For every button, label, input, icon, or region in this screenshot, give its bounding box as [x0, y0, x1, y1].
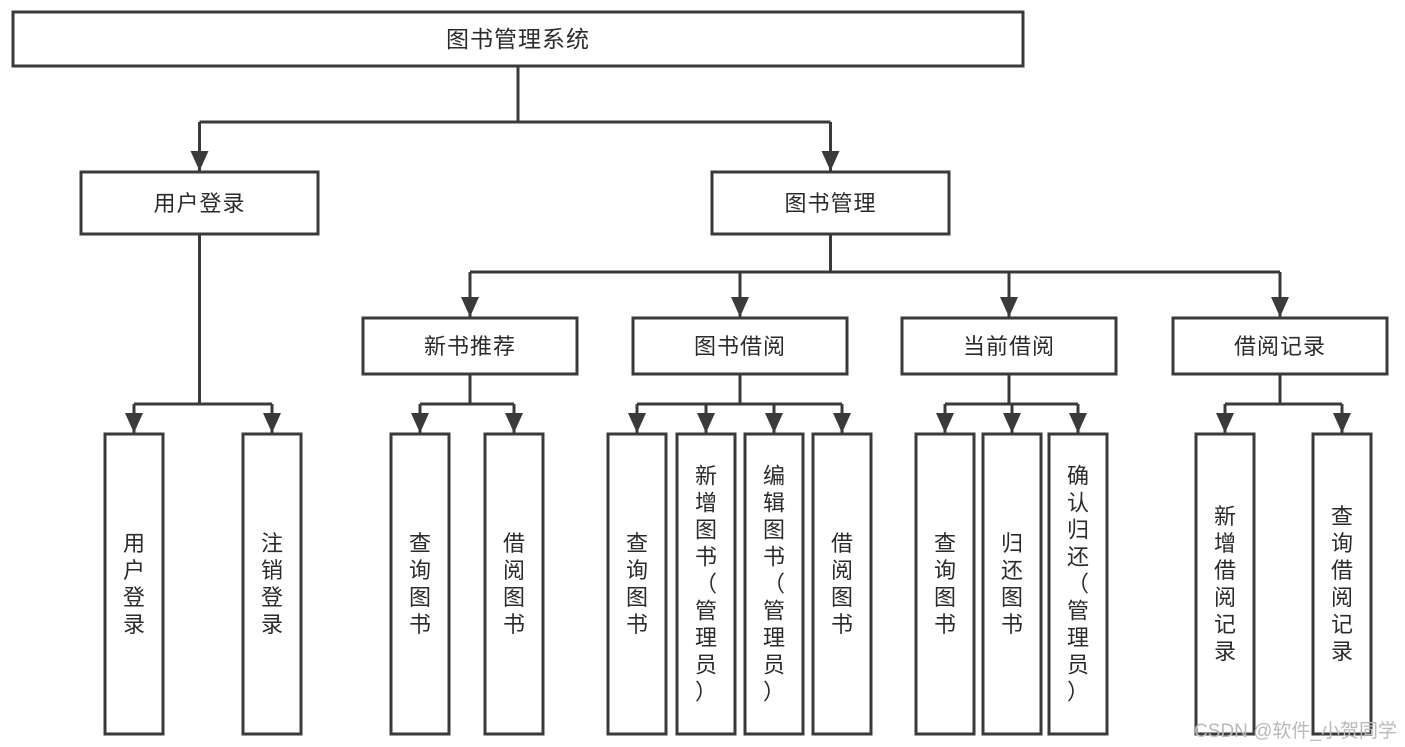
node-label: 用户登录 — [123, 531, 145, 637]
node-leaf-borrow-book-1[interactable]: 借阅图书 — [483, 432, 545, 736]
arrow-head — [765, 413, 783, 433]
node-box — [914, 432, 976, 736]
connectors-layer — [125, 66, 1351, 433]
node-box — [361, 316, 579, 376]
node-label: 当前借阅 — [963, 334, 1055, 359]
node-box — [710, 170, 951, 236]
node-box — [11, 10, 1025, 68]
node-box — [1047, 432, 1109, 736]
node-label: 用户登录 — [153, 191, 245, 216]
node-box — [900, 316, 1118, 376]
node-box — [483, 432, 545, 736]
arrow-head — [125, 413, 143, 433]
node-box — [811, 432, 873, 736]
node-leaf-query-book-2[interactable]: 查询图书 — [606, 432, 668, 736]
node-box — [389, 432, 451, 736]
node-leaf-add-borrow-record[interactable]: 新增借阅记录 — [1194, 432, 1256, 736]
node-book-borrow[interactable]: 图书借阅 — [631, 316, 849, 376]
arrow-head — [628, 413, 646, 433]
node-box — [79, 170, 320, 236]
nodes-layer: 图书管理系统用户登录图书管理新书推荐图书借阅当前借阅借阅记录用户登录注销登录查询… — [11, 10, 1389, 736]
node-user-login[interactable]: 用户登录 — [79, 170, 320, 236]
node-box — [1194, 432, 1256, 736]
node-box — [1311, 432, 1373, 736]
node-box — [675, 432, 737, 736]
node-box — [631, 316, 849, 376]
arrow-head — [190, 151, 209, 171]
arrow-head — [505, 413, 523, 433]
node-leaf-query-book-1[interactable]: 查询图书 — [389, 432, 451, 736]
arrow-head — [1271, 297, 1289, 317]
node-label: 图书管理系统 — [446, 26, 590, 52]
node-leaf-logout-login[interactable]: 注销登录 — [241, 432, 303, 736]
node-label: 注销登录 — [261, 531, 283, 637]
node-label: 图书管理 — [784, 191, 876, 216]
node-book-manage[interactable]: 图书管理 — [710, 170, 951, 236]
node-leaf-query-book-3[interactable]: 查询图书 — [914, 432, 976, 736]
node-label: 查询图书 — [626, 531, 648, 637]
node-label: 新增图书（管理员） — [695, 464, 717, 705]
node-leaf-user-login[interactable]: 用户登录 — [103, 432, 165, 736]
arrow-head — [1000, 297, 1018, 317]
arrow-head — [1216, 413, 1234, 433]
node-leaf-query-borrow-record[interactable]: 查询借阅记录 — [1311, 432, 1373, 736]
arrow-head — [1333, 413, 1351, 433]
node-current-borrow[interactable]: 当前借阅 — [900, 316, 1118, 376]
node-leaf-edit-book[interactable]: 编辑图书（管理员） — [743, 432, 805, 736]
watermark-label: CSDN @软件_小贺同学 — [1194, 721, 1397, 742]
arrow-head — [821, 151, 840, 171]
node-label: 查询图书 — [934, 531, 956, 637]
node-label: 查询图书 — [409, 531, 431, 637]
node-box — [103, 432, 165, 736]
node-box — [606, 432, 668, 736]
node-box — [981, 432, 1043, 736]
node-box — [241, 432, 303, 736]
node-label: 借阅记录 — [1234, 334, 1326, 359]
node-box — [1171, 316, 1389, 376]
arrow-head — [1069, 413, 1087, 433]
node-label: 确认归还（管理员） — [1067, 464, 1089, 705]
arrow-head — [461, 297, 479, 317]
node-label: 图书借阅 — [694, 334, 786, 359]
node-new-book-recommend[interactable]: 新书推荐 — [361, 316, 579, 376]
node-label: 归还图书 — [1001, 531, 1023, 637]
node-leaf-confirm-return[interactable]: 确认归还（管理员） — [1047, 432, 1109, 736]
node-label: 新书推荐 — [424, 334, 516, 359]
arrow-head — [833, 413, 851, 433]
node-root[interactable]: 图书管理系统 — [11, 10, 1025, 68]
arrow-head — [936, 413, 954, 433]
node-label: 新增借阅记录 — [1214, 504, 1236, 664]
node-box — [743, 432, 805, 736]
node-borrow-record[interactable]: 借阅记录 — [1171, 316, 1389, 376]
node-label: 查询借阅记录 — [1331, 504, 1353, 664]
arrow-head — [411, 413, 429, 433]
node-label: 借阅图书 — [503, 531, 525, 637]
node-label: 借阅图书 — [831, 531, 853, 637]
arrow-head — [697, 413, 715, 433]
arrow-head — [1003, 413, 1021, 433]
node-leaf-return-book[interactable]: 归还图书 — [981, 432, 1043, 736]
arrow-head — [263, 413, 281, 433]
node-leaf-add-book[interactable]: 新增图书（管理员） — [675, 432, 737, 736]
node-label: 编辑图书（管理员） — [763, 464, 785, 705]
node-leaf-borrow-book-2[interactable]: 借阅图书 — [811, 432, 873, 736]
arrow-head — [731, 297, 749, 317]
